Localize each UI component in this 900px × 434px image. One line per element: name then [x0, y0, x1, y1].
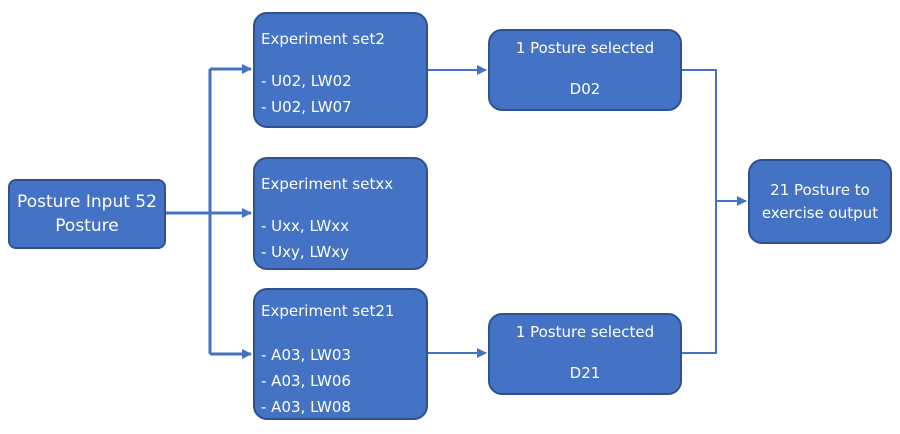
experiment-setxx-item: - Uxy, LWxy: [261, 243, 350, 261]
selection-d02-code: D02: [569, 80, 601, 98]
posture-input-line1: Posture Input 52: [17, 192, 157, 212]
selection-d21-box: 1 Posture selected D21: [488, 313, 682, 395]
experiment-set2-item: - U02, LW02: [261, 72, 352, 90]
selection-d02-box: 1 Posture selected D02: [488, 29, 682, 111]
experiment-set2-box: Experiment set2 - U02, LW02 - U02, LW07: [253, 12, 428, 128]
experiment-setxx-box: Experiment setxx - Uxx, LWxx - Uxy, LWxy: [253, 157, 428, 270]
posture-input-box: Posture Input 52 Posture: [8, 179, 166, 249]
experiment-set21-item: - A03, LW06: [261, 372, 351, 390]
experiment-set2-item: - U02, LW07: [261, 98, 352, 116]
experiment-setxx-title: Experiment setxx: [261, 175, 394, 193]
posture-output-box: 21 Posture to exercise output: [748, 159, 892, 244]
selection-d21-title: 1 Posture selected: [515, 323, 655, 341]
experiment-set21-box: Experiment set21 - A03, LW03 - A03, LW06…: [253, 288, 428, 420]
experiment-set21-item: - A03, LW08: [261, 398, 351, 416]
posture-input-line2: Posture: [55, 216, 119, 236]
experiment-set21-item: - A03, LW03: [261, 346, 351, 364]
selection-d02-title: 1 Posture selected: [515, 39, 655, 57]
connector-selections-merge: [682, 69, 717, 354]
posture-output-text: 21 Posture to exercise output: [762, 179, 878, 225]
experiment-set21-title: Experiment set21: [261, 302, 395, 320]
selection-d21-code: D21: [569, 364, 601, 382]
connector-input-trunk: [166, 69, 212, 354]
posture-output-line2: exercise output: [761, 203, 879, 222]
experiment-set2-title: Experiment set2: [261, 30, 385, 48]
posture-input-text: Posture Input 52 Posture: [17, 190, 157, 238]
experiment-setxx-item: - Uxx, LWxx: [261, 217, 350, 235]
posture-output-line1: 21 Posture to: [770, 180, 870, 199]
